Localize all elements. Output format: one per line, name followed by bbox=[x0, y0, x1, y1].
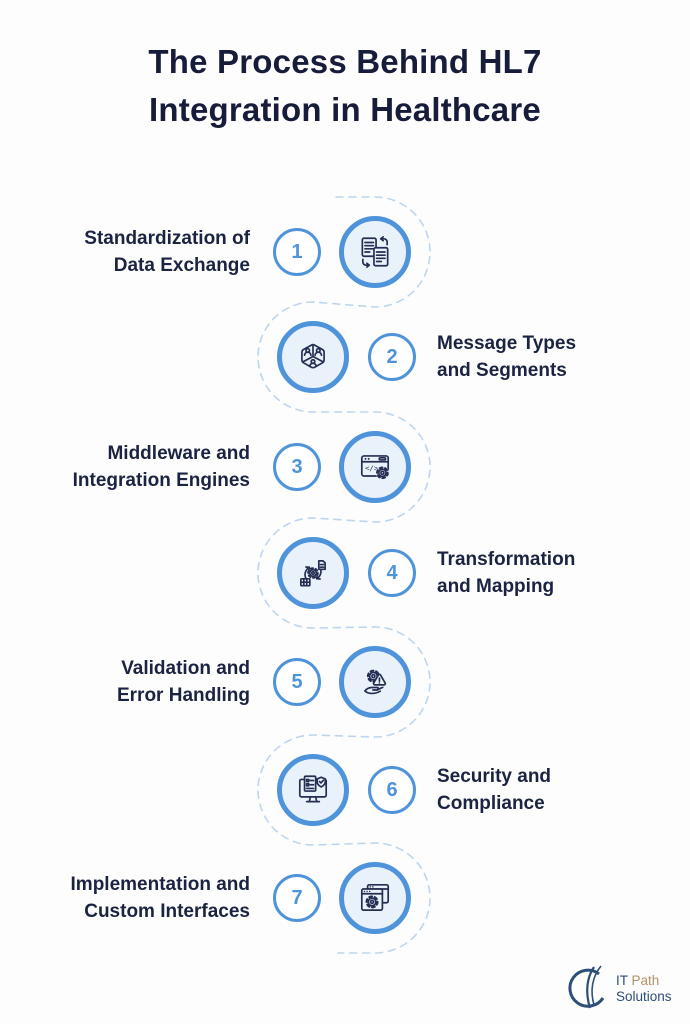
page-title-line2: Integration in Healthcare bbox=[149, 91, 541, 128]
step-6-number-badge: 6 bbox=[368, 766, 416, 814]
step-2-number-badge: 2 bbox=[368, 333, 416, 381]
step-7-title-line1: Implementation and bbox=[70, 874, 250, 895]
step-7-number-badge: 7 bbox=[273, 874, 321, 922]
step-6-icon-circle bbox=[277, 754, 349, 826]
step-3-title-line2: Integration Engines bbox=[72, 470, 250, 491]
page-title-line1: The Process Behind HL7 bbox=[148, 43, 542, 80]
integration-engine-icon: </> bbox=[360, 455, 390, 480]
security-compliance-icon bbox=[298, 775, 328, 803]
step-4-title-line2: and Mapping bbox=[437, 576, 555, 597]
logo: IT Path Solutions bbox=[563, 964, 672, 1014]
step-1-title-line1: Standardization of bbox=[84, 228, 250, 249]
step-2-title-line1: Message Types bbox=[437, 333, 577, 354]
step-5-number-badge: 5 bbox=[273, 658, 321, 706]
step-5-title: Validation and Error Handling bbox=[30, 655, 250, 709]
step-3-title-line1: Middleware and bbox=[107, 443, 250, 464]
logo-text: IT Path Solutions bbox=[616, 973, 672, 1005]
transformation-mapping-icon bbox=[300, 560, 326, 587]
step-4-title: Transformation and Mapping bbox=[437, 546, 667, 600]
custom-interfaces-icon bbox=[360, 883, 390, 911]
step-3-number-badge: 3 bbox=[273, 443, 321, 491]
step-7-icon-circle bbox=[339, 862, 411, 934]
step-2-title-line2: and Segments bbox=[437, 360, 567, 381]
error-handling-icon bbox=[364, 669, 387, 695]
step-1-number-badge: 1 bbox=[273, 228, 321, 276]
page-title: The Process Behind HL7 Integration in He… bbox=[0, 38, 690, 134]
step-4-icon-circle bbox=[277, 537, 349, 609]
message-segments-icon bbox=[301, 343, 325, 369]
step-7-title: Implementation and Custom Interfaces bbox=[30, 871, 250, 925]
step-3-icon-circle: </> bbox=[339, 431, 411, 503]
step-2-title: Message Types and Segments bbox=[437, 330, 667, 384]
step-5-title-line2: Error Handling bbox=[116, 685, 250, 706]
step-1-title-line2: Data Exchange bbox=[113, 255, 250, 276]
logo-it: IT bbox=[616, 973, 632, 988]
logo-solutions: Solutions bbox=[616, 989, 672, 1004]
step-4-number-badge: 4 bbox=[368, 549, 416, 597]
step-5-icon-circle bbox=[339, 646, 411, 718]
step-5-title-line1: Validation and bbox=[121, 658, 250, 679]
step-1-title: Standardization of Data Exchange bbox=[30, 225, 250, 279]
step-6-title: Security and Compliance bbox=[437, 763, 667, 817]
step-3-title: Middleware and Integration Engines bbox=[30, 440, 250, 494]
it-path-solutions-logo-icon bbox=[568, 965, 605, 1009]
step-1-icon-circle bbox=[339, 216, 411, 288]
logo-brand-line: IT Path bbox=[616, 973, 672, 989]
step-6-title-line1: Security and bbox=[437, 766, 552, 787]
step-6-title-line2: Compliance bbox=[437, 793, 545, 814]
step-2-icon-circle bbox=[277, 321, 349, 393]
step-7-title-line2: Custom Interfaces bbox=[84, 901, 250, 922]
data-exchange-icon bbox=[361, 236, 389, 268]
step-4-title-line1: Transformation bbox=[437, 549, 576, 570]
logo-path: Path bbox=[631, 973, 660, 988]
